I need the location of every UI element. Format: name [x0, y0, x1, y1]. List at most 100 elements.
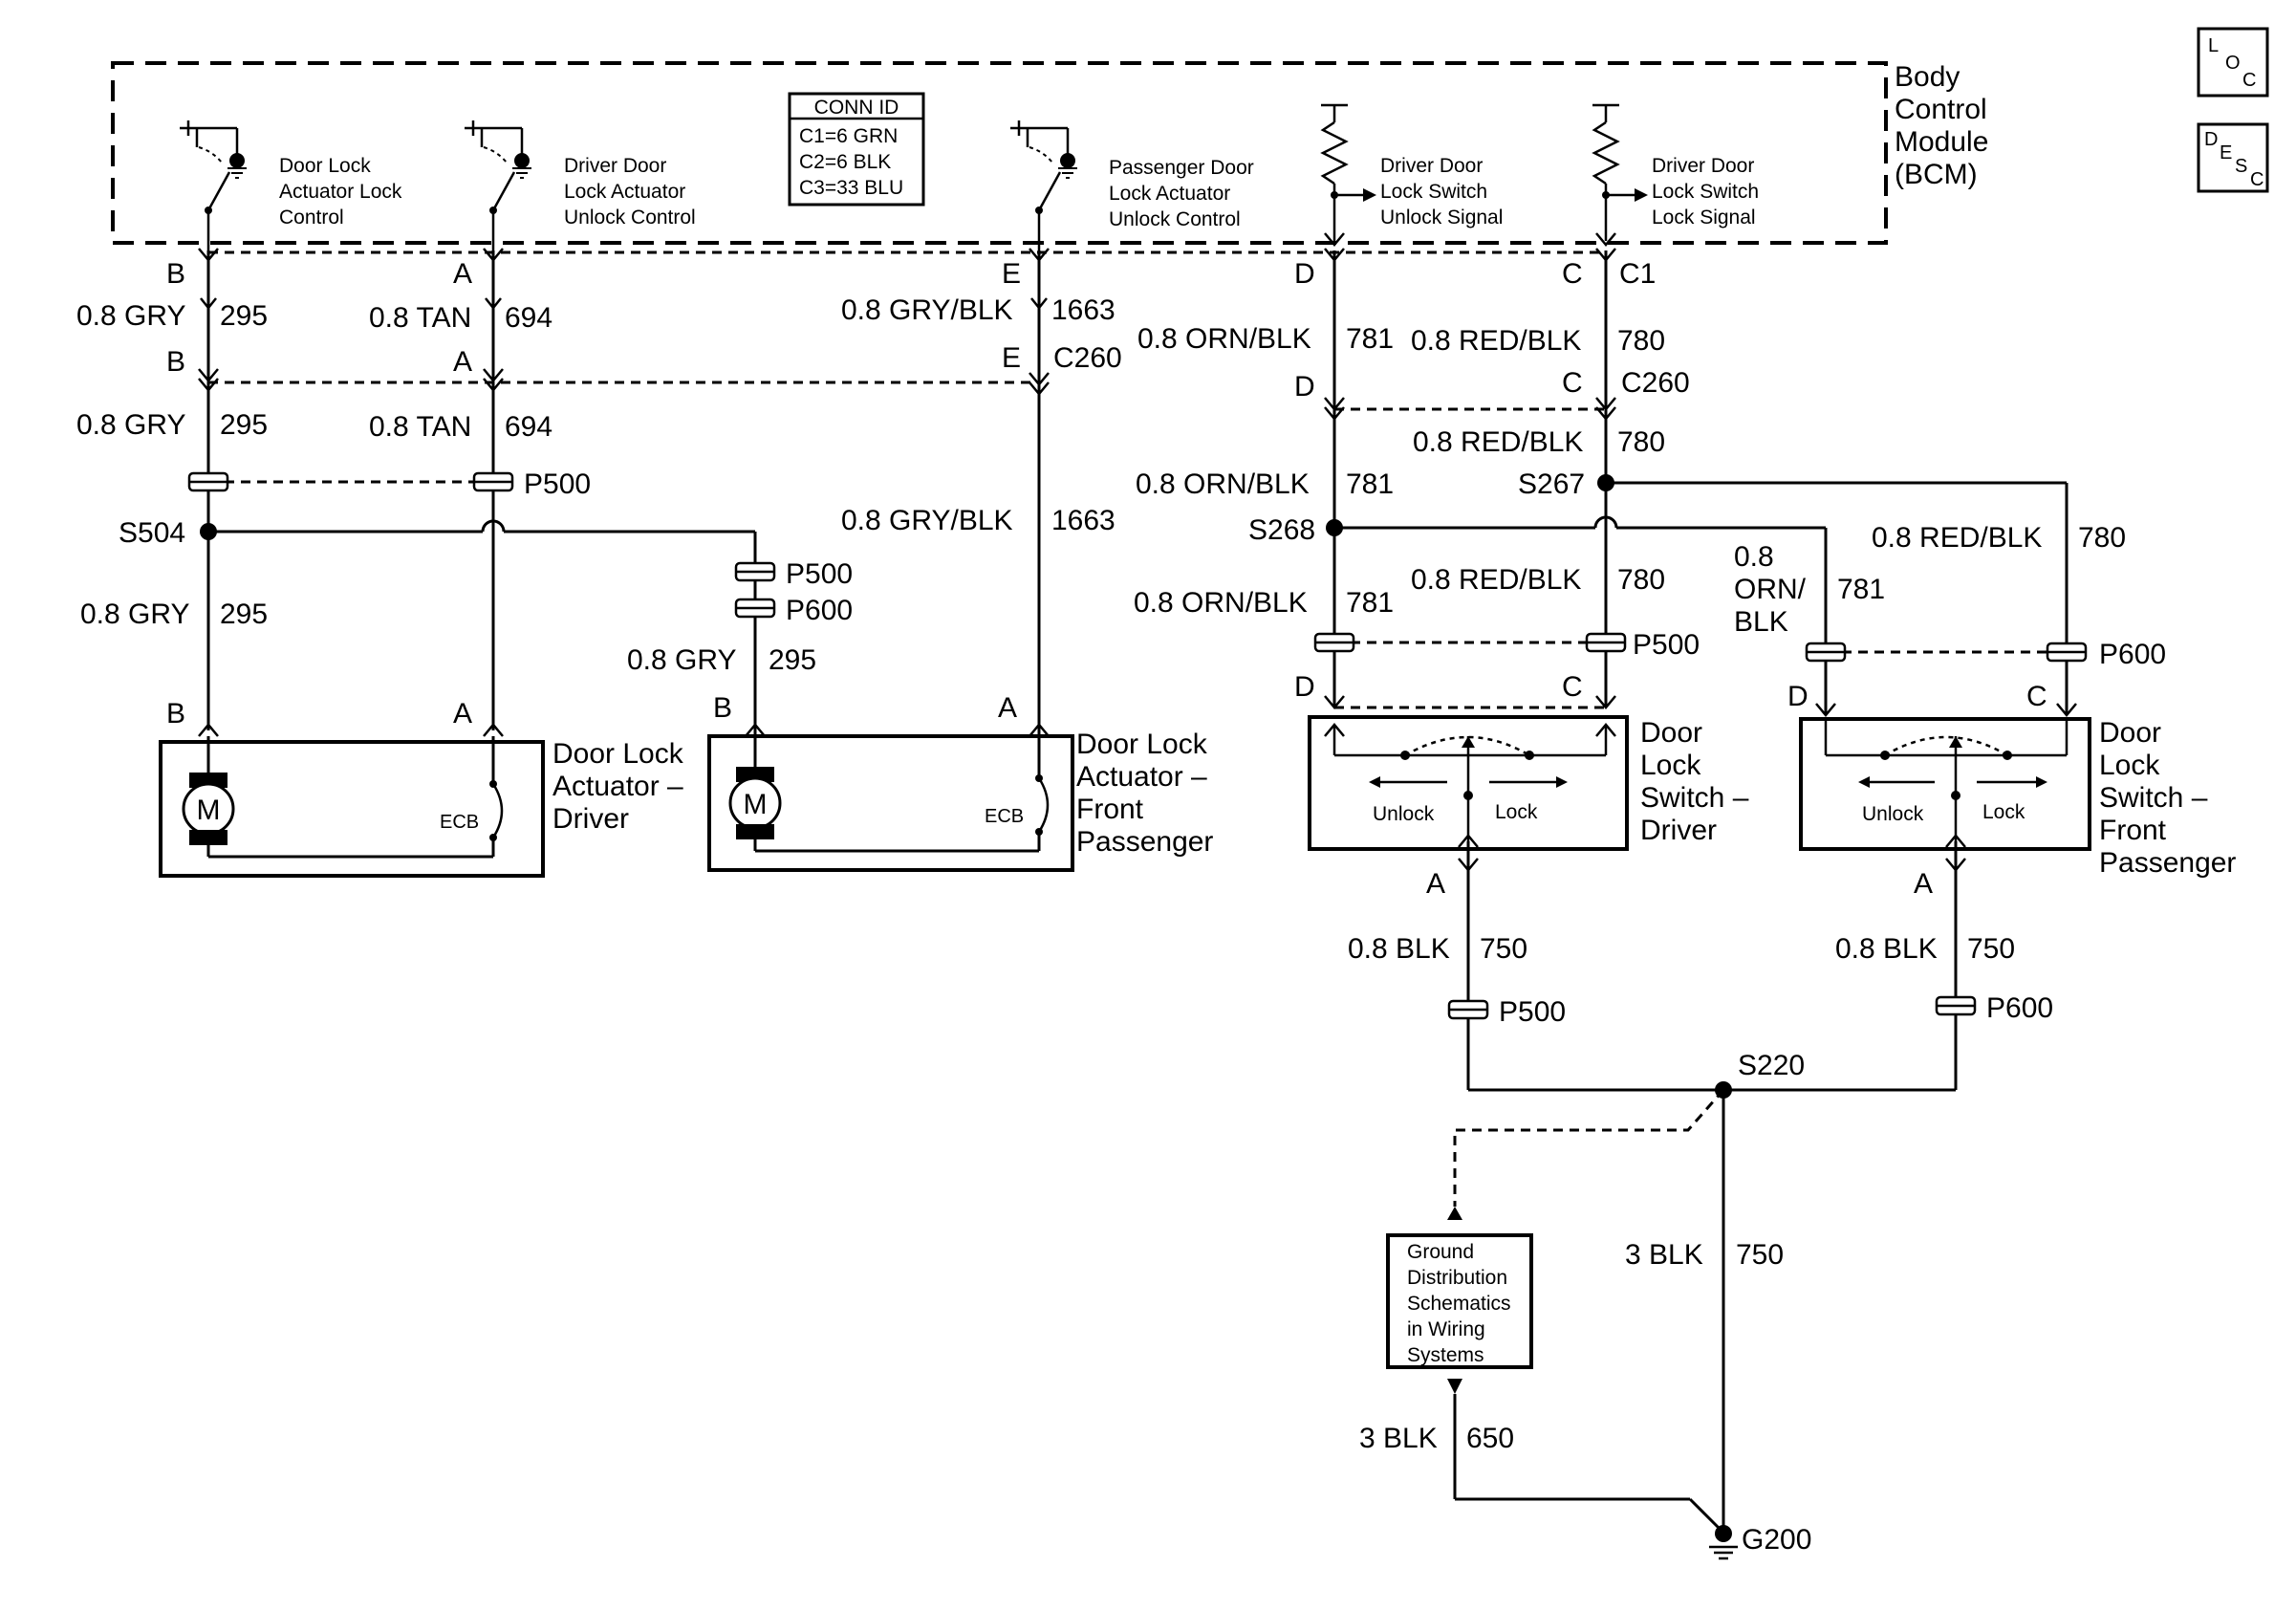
motor-symbol: M	[197, 795, 221, 826]
svg-text:D: D	[2204, 129, 2218, 150]
wire-694	[472, 247, 514, 738]
svg-text:Lock: Lock	[1640, 750, 1701, 781]
svg-text:P600: P600	[2099, 639, 2166, 670]
svg-text:781: 781	[1346, 323, 1394, 355]
svg-text:3 BLK: 3 BLK	[1625, 1239, 1703, 1271]
svg-text:0.8 RED/BLK: 0.8 RED/BLK	[1411, 564, 1581, 596]
svg-text:780: 780	[1617, 564, 1665, 596]
svg-text:P500: P500	[1499, 996, 1566, 1028]
ecb-label: ECB	[440, 812, 479, 833]
svg-text:Control: Control	[1895, 94, 1987, 125]
svg-text:295: 295	[220, 599, 268, 630]
svg-text:Passenger Door: Passenger Door	[1109, 157, 1254, 179]
svg-text:C260: C260	[1053, 342, 1122, 374]
svg-text:Lock Signal: Lock Signal	[1652, 207, 1756, 229]
wire-1663	[1028, 247, 1051, 738]
ground-g200	[1709, 1525, 1738, 1560]
svg-text:P600: P600	[786, 595, 853, 626]
svg-text:C: C	[1562, 258, 1583, 290]
pin-labels: B A E D C B A E D C B A B A D C D C A A	[166, 258, 2047, 900]
svg-text:D: D	[1787, 681, 1809, 712]
svg-text:Schematics: Schematics	[1407, 1293, 1511, 1315]
wire-labels: 0.8 GRY 295 0.8 GRY 295 0.8 GRY 295 0.8 …	[76, 294, 2126, 1454]
svg-text:L: L	[2208, 35, 2219, 56]
svg-text:0.8 RED/BLK: 0.8 RED/BLK	[1413, 426, 1583, 458]
svg-text:0.8 GRY/BLK: 0.8 GRY/BLK	[841, 505, 1013, 536]
svg-text:Ground: Ground	[1407, 1241, 1474, 1263]
svg-text:0.8 BLK: 0.8 BLK	[1348, 933, 1450, 965]
svg-text:Passenger: Passenger	[1076, 826, 1213, 858]
svg-text:Lock Actuator: Lock Actuator	[564, 181, 685, 203]
svg-text:Lock Actuator: Lock Actuator	[1109, 183, 1230, 205]
svg-text:0.8 TAN: 0.8 TAN	[369, 411, 471, 443]
svg-text:S: S	[2235, 156, 2247, 177]
svg-text:Lock Switch: Lock Switch	[1652, 181, 1759, 203]
svg-text:BLK: BLK	[1734, 606, 1788, 638]
svg-text:650: 650	[1466, 1423, 1514, 1454]
svg-text:Door: Door	[1640, 717, 1702, 749]
svg-text:P500: P500	[524, 468, 591, 500]
svg-text:780: 780	[1617, 426, 1665, 458]
svg-text:Driver: Driver	[552, 803, 629, 835]
svg-text:0.8 GRY: 0.8 GRY	[76, 300, 186, 332]
svg-text:A: A	[453, 346, 472, 378]
door-lock-actuator-passenger-label: Door Lock Actuator – Front Passenger	[1076, 729, 1213, 858]
svg-text:781: 781	[1346, 587, 1394, 619]
svg-text:B: B	[166, 698, 185, 729]
svg-text:Control: Control	[279, 207, 344, 229]
svg-text:0.8 RED/BLK: 0.8 RED/BLK	[1411, 325, 1581, 357]
svg-text:E: E	[2220, 142, 2232, 163]
svg-text:780: 780	[1617, 325, 1665, 357]
svg-text:C: C	[1562, 367, 1583, 399]
bcm-lock-switch	[178, 119, 249, 310]
svg-text:C1: C1	[1619, 258, 1656, 290]
desc-icon[interactable]: D E S C	[2197, 122, 2269, 193]
svg-text:E: E	[1002, 342, 1021, 374]
loc-icon[interactable]: L O C	[2197, 27, 2269, 98]
svg-text:295: 295	[220, 300, 268, 332]
svg-text:Actuator Lock: Actuator Lock	[279, 181, 402, 203]
svg-text:Door Lock: Door Lock	[1076, 729, 1208, 760]
svg-text:750: 750	[1480, 933, 1527, 965]
svg-text:Systems: Systems	[1407, 1344, 1484, 1366]
svg-text:B: B	[713, 692, 732, 724]
door-lock-actuator-passenger: M ECB	[707, 730, 1074, 872]
svg-text:D: D	[1294, 258, 1315, 290]
svg-text:Lock: Lock	[1982, 801, 2025, 823]
svg-text:Door Lock: Door Lock	[279, 155, 371, 177]
svg-text:Switch –: Switch –	[1640, 782, 1749, 814]
svg-text:Driver Door: Driver Door	[564, 155, 666, 177]
door-lock-switch-passenger-label: Door Lock Switch – Front Passenger	[2099, 717, 2236, 879]
svg-text:Lock Switch: Lock Switch	[1380, 181, 1487, 203]
bcm-function-labels: Door Lock Actuator Lock Control Driver D…	[279, 155, 1759, 230]
svg-text:0.8 ORN/BLK: 0.8 ORN/BLK	[1134, 587, 1308, 619]
svg-text:S504: S504	[119, 517, 185, 549]
svg-text:O: O	[2225, 53, 2241, 74]
svg-text:Front: Front	[2099, 815, 2167, 846]
svg-text:Actuator –: Actuator –	[552, 771, 683, 802]
svg-text:E: E	[1002, 258, 1021, 290]
bcm-resistor-lock-signal	[1592, 103, 1648, 247]
svg-text:Door: Door	[2099, 717, 2161, 749]
svg-text:Passenger: Passenger	[2099, 847, 2236, 879]
svg-text:Unlock: Unlock	[1862, 803, 1924, 825]
door-lock-switch-passenger: Unlock Lock	[1799, 717, 2091, 857]
svg-text:C1=6 GRN: C1=6 GRN	[799, 125, 898, 147]
ground-distribution-reference[interactable]: Ground Distribution Schematics in Wiring…	[1386, 1233, 1533, 1369]
svg-text:Body: Body	[1895, 61, 1960, 93]
svg-text:0.8: 0.8	[1734, 541, 1774, 573]
svg-text:Driver: Driver	[1640, 815, 1717, 846]
svg-text:Front: Front	[1076, 794, 1144, 825]
svg-text:Switch –: Switch –	[2099, 782, 2208, 814]
svg-text:ORN/: ORN/	[1734, 574, 1807, 605]
svg-text:1663: 1663	[1051, 294, 1116, 326]
bcm-resistor-unlock-signal	[1320, 103, 1376, 247]
conn-id-box: CONN ID C1=6 GRN C2=6 BLK C3=33 BLU	[788, 92, 925, 207]
svg-text:781: 781	[1837, 574, 1885, 605]
svg-text:B: B	[166, 346, 185, 378]
svg-text:0.8 RED/BLK: 0.8 RED/BLK	[1872, 522, 2042, 554]
svg-text:A: A	[453, 258, 472, 290]
svg-text:C260: C260	[1621, 367, 1690, 399]
svg-text:C3=33 BLU: C3=33 BLU	[799, 177, 903, 199]
